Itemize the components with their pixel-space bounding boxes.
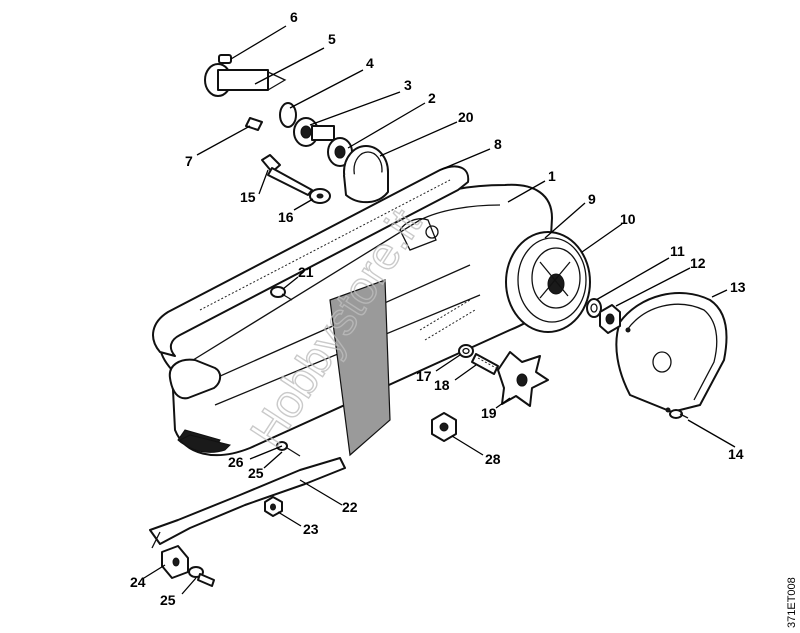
callout-4: 4 xyxy=(366,55,374,71)
clamp-24 xyxy=(161,545,189,579)
drive-belt xyxy=(152,165,470,453)
callout-11: 11 xyxy=(670,243,685,259)
callout-15: 15 xyxy=(240,189,256,205)
callout-14: 14 xyxy=(728,446,744,462)
washer-11 xyxy=(586,298,602,318)
callout-17: 17 xyxy=(416,368,432,384)
callout-24: 24 xyxy=(130,574,146,590)
callout-9: 9 xyxy=(588,191,596,207)
callout-26: 26 xyxy=(228,454,244,470)
callout-21: 21 xyxy=(298,264,314,280)
screw-18 xyxy=(471,353,499,375)
callout-10: 10 xyxy=(620,211,636,227)
screw-14 xyxy=(669,409,689,419)
leader-lines xyxy=(143,25,736,595)
shaft-assembly xyxy=(204,54,389,204)
callout-labels: 6 5 4 3 2 20 7 8 1 9 10 11 12 13 14 15 1… xyxy=(130,9,746,608)
callout-28: 28 xyxy=(485,451,501,467)
callout-6: 6 xyxy=(290,9,298,25)
callout-5: 5 xyxy=(328,31,336,47)
bolt-15 xyxy=(261,154,313,196)
callout-2: 2 xyxy=(428,90,436,106)
screw-26 xyxy=(276,441,301,457)
callout-3: 3 xyxy=(404,77,412,93)
callout-23: 23 xyxy=(303,521,319,537)
spring-strip xyxy=(149,457,346,549)
callout-1: 1 xyxy=(548,168,556,184)
pulley-cover-plate xyxy=(615,292,728,413)
callout-19: 19 xyxy=(481,405,497,421)
callout-8: 8 xyxy=(494,136,502,152)
belt-pulley xyxy=(505,231,591,333)
callout-16: 16 xyxy=(278,209,294,225)
nut-12 xyxy=(599,304,621,334)
nut-23 xyxy=(264,496,283,517)
callout-25-upper: 25 xyxy=(248,465,264,481)
callout-22: 22 xyxy=(342,499,358,515)
star-knob xyxy=(497,351,549,407)
callout-13: 13 xyxy=(730,279,746,295)
washer-17 xyxy=(458,344,474,358)
callout-18: 18 xyxy=(434,377,450,393)
callout-7: 7 xyxy=(185,153,193,169)
document-code: 371ET008 xyxy=(786,577,798,628)
callout-20: 20 xyxy=(458,109,474,125)
callout-25-lower: 25 xyxy=(160,592,176,608)
screw-25 xyxy=(188,566,215,587)
nut-28 xyxy=(431,412,457,442)
washer-16 xyxy=(309,188,331,204)
callout-12: 12 xyxy=(690,255,706,271)
screw-21 xyxy=(270,286,293,301)
